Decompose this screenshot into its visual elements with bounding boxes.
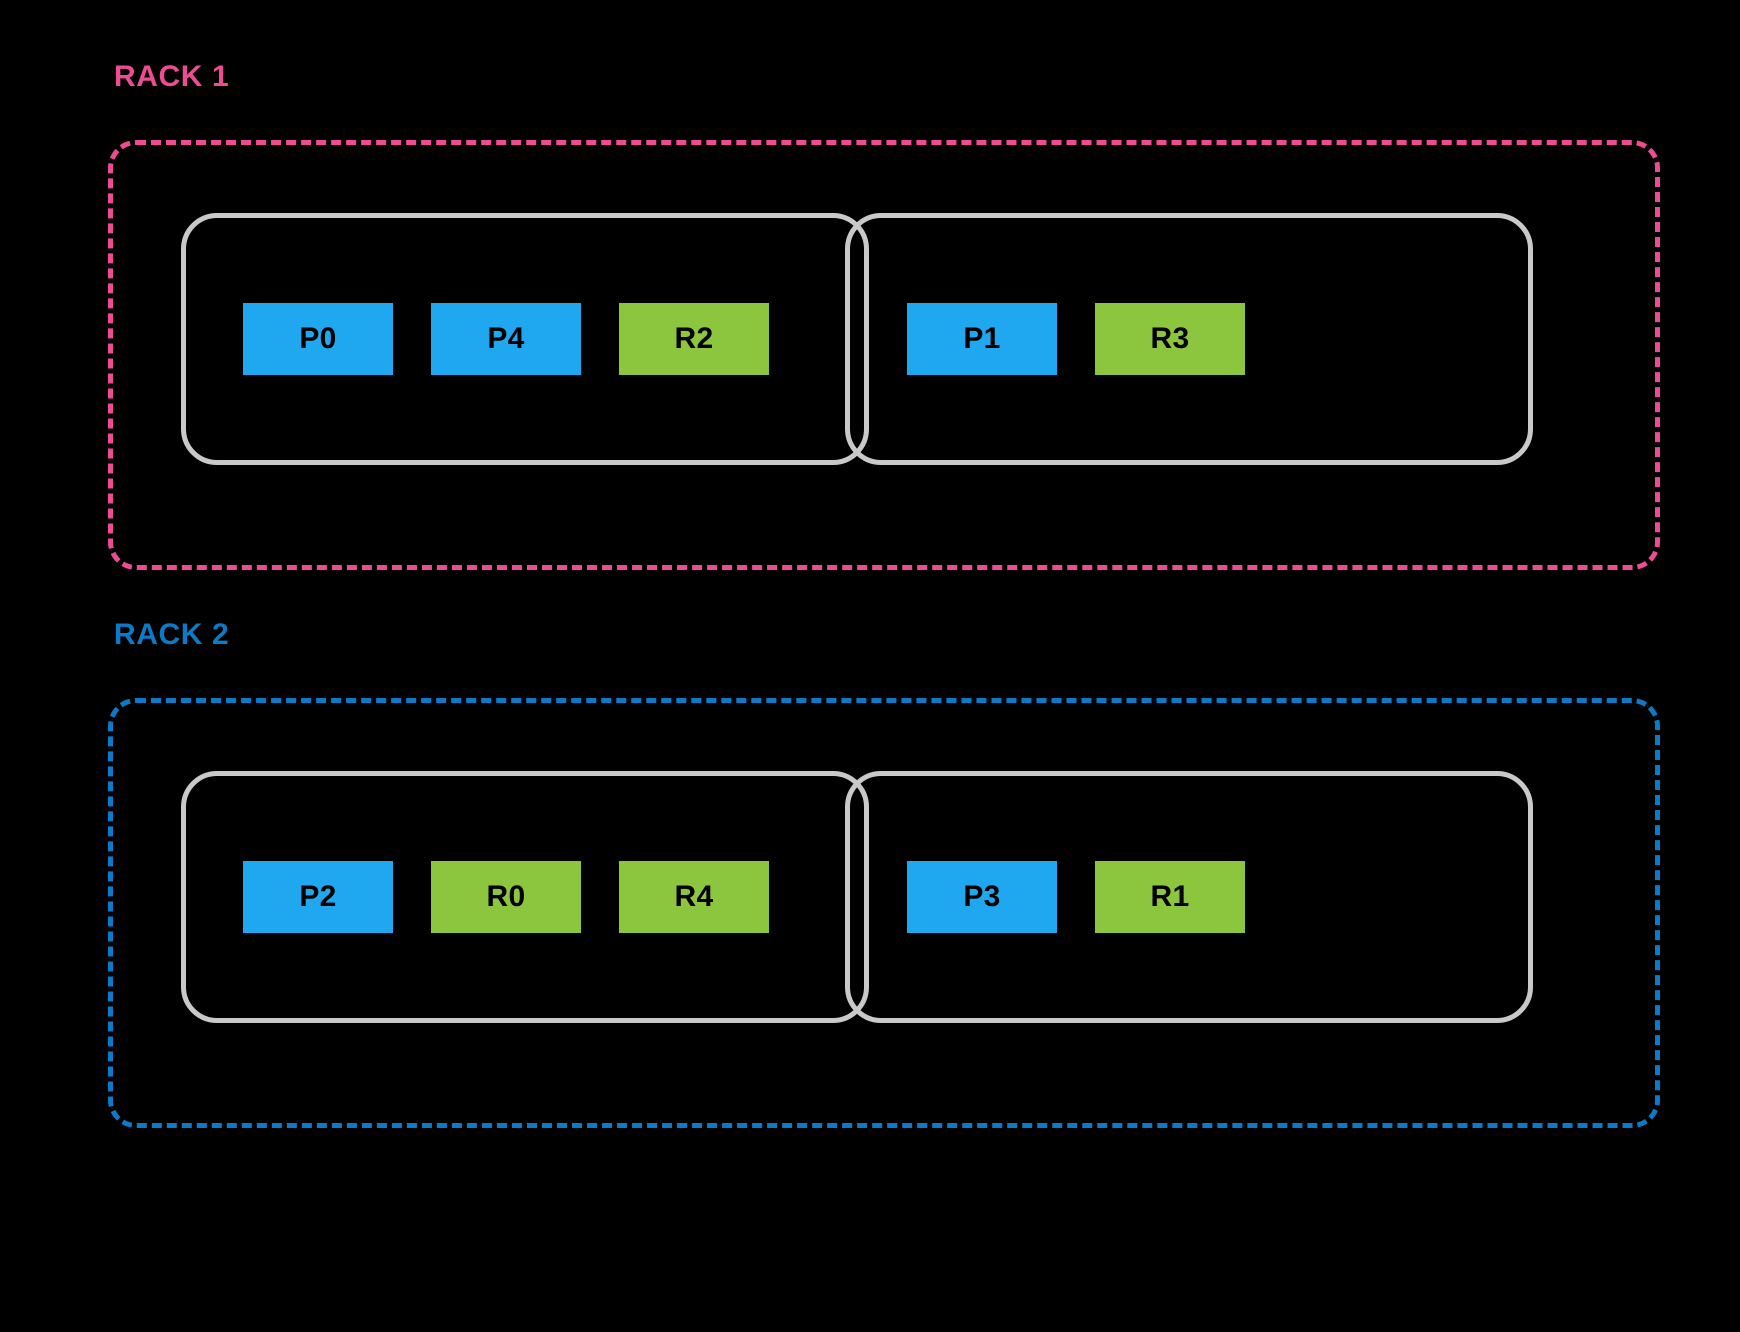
node-rack2-right: P3 R1	[845, 771, 1533, 1023]
rack-group-1: RACK 1 P0 P4 R2 P1 R3	[108, 62, 1660, 570]
node-rack2-left: P2 R0 R4	[181, 771, 869, 1023]
chip-r2[interactable]: R2	[619, 303, 769, 375]
chip-row: P1 R3	[907, 303, 1245, 375]
chip-row: P2 R0 R4	[243, 861, 769, 933]
node-rack1-right: P1 R3	[845, 213, 1533, 465]
chip-r0[interactable]: R0	[431, 861, 581, 933]
chip-r4[interactable]: R4	[619, 861, 769, 933]
chip-p3[interactable]: P3	[907, 861, 1057, 933]
rack-label-2: RACK 2	[114, 618, 230, 651]
chip-r3[interactable]: R3	[1095, 303, 1245, 375]
chip-p2[interactable]: P2	[243, 861, 393, 933]
chip-row: P3 R1	[907, 861, 1245, 933]
rack-boundary-2: P2 R0 R4 P3 R1	[108, 698, 1660, 1128]
chip-p4[interactable]: P4	[431, 303, 581, 375]
node-rack1-left: P0 P4 R2	[181, 213, 869, 465]
chip-r1[interactable]: R1	[1095, 861, 1245, 933]
chip-p0[interactable]: P0	[243, 303, 393, 375]
chip-row: P0 P4 R2	[243, 303, 769, 375]
rack-label-1: RACK 1	[114, 60, 230, 93]
rack-boundary-1: P0 P4 R2 P1 R3	[108, 140, 1660, 570]
chip-p1[interactable]: P1	[907, 303, 1057, 375]
rack-group-2: RACK 2 P2 R0 R4 P3 R1	[108, 620, 1660, 1128]
